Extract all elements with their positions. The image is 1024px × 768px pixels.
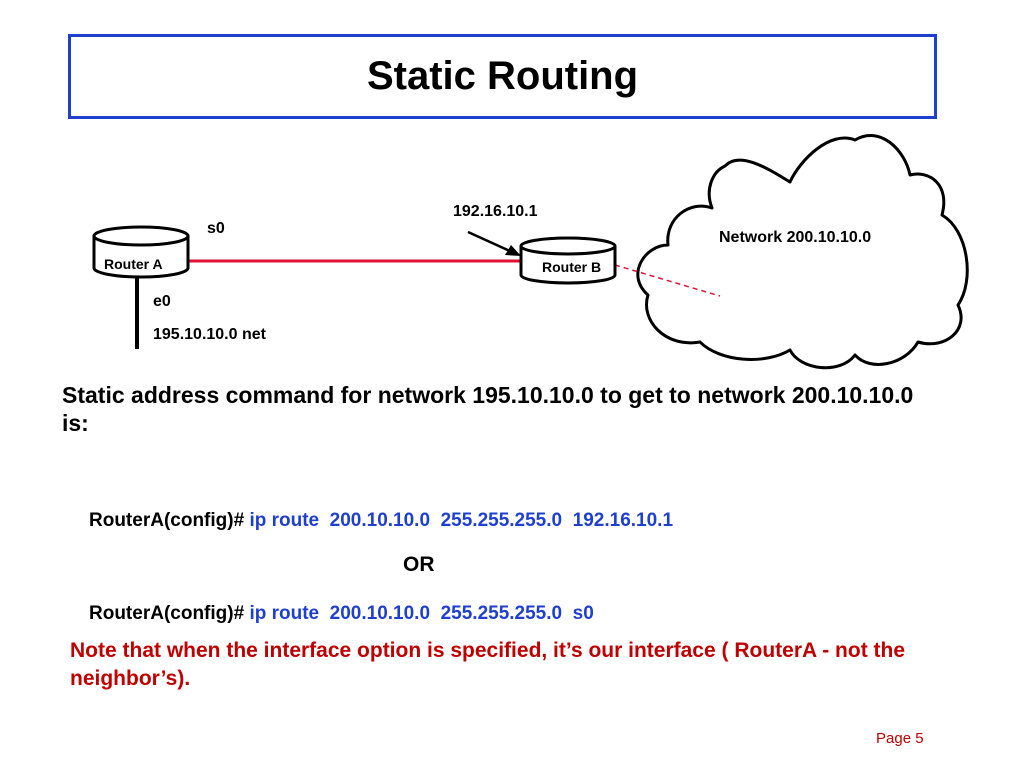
e0-label: e0 bbox=[153, 293, 171, 310]
command-2-args: ip route 200.10.10.0 255.255.255.0 s0 bbox=[249, 603, 594, 624]
network-cloud bbox=[636, 133, 969, 370]
note-text: Note that when the interface option is s… bbox=[70, 639, 906, 690]
local-network-label: 195.10.10.0 net bbox=[153, 326, 266, 343]
command-2-prompt: RouterA(config)# bbox=[89, 603, 245, 624]
router-a-label: Router A bbox=[104, 256, 163, 272]
router-a-icon bbox=[92, 225, 190, 279]
command-line-1: RouterA(config)# ip route 200.10.10.0 25… bbox=[89, 510, 673, 532]
arrow-head-icon bbox=[505, 245, 521, 256]
dashed-link bbox=[614, 264, 721, 297]
router-b-icon bbox=[519, 236, 617, 285]
title-box: Static Routing bbox=[68, 34, 937, 119]
or-label: OR bbox=[403, 553, 435, 576]
command-1-prompt: RouterA(config)# bbox=[89, 510, 245, 531]
page-number: Page 5 bbox=[876, 730, 924, 747]
command-line-2: RouterA(config)# ip route 200.10.10.0 25… bbox=[89, 603, 594, 625]
s0-label: s0 bbox=[207, 220, 225, 237]
page-title: Static Routing bbox=[366, 54, 639, 98]
router-b-label: Router B bbox=[542, 259, 602, 275]
cloud-network-label: Network 200.10.10.0 bbox=[719, 229, 872, 246]
command-1-args: ip route 200.10.10.0 255.255.255.0 192.1… bbox=[249, 510, 674, 531]
question-text: Static address command for network 195.1… bbox=[62, 382, 914, 436]
next-hop-label: 192.16.10.1 bbox=[453, 203, 538, 220]
next-hop-arrow bbox=[467, 230, 513, 254]
